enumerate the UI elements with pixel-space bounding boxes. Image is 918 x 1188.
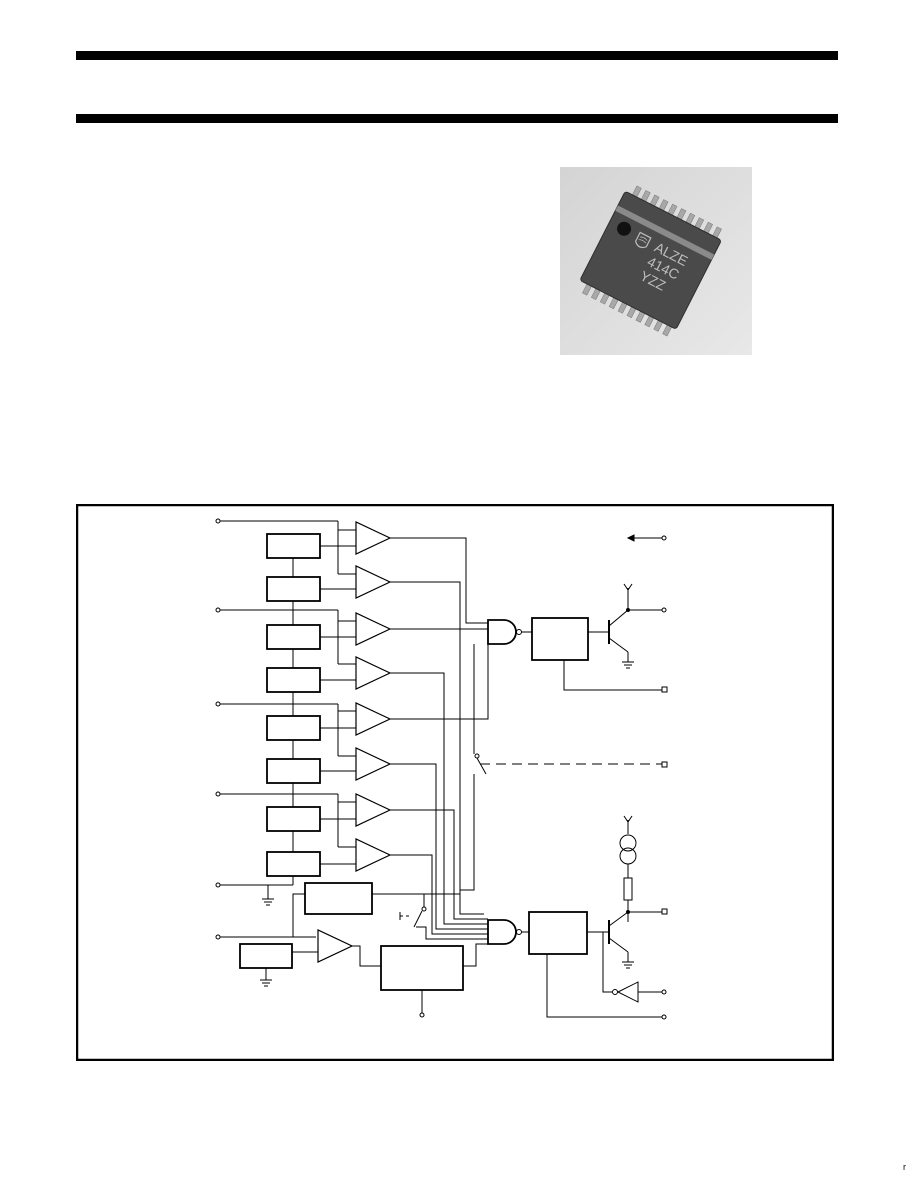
comparator-2 bbox=[355, 565, 392, 599]
comparator-3 bbox=[355, 612, 392, 646]
header-rule-bottom bbox=[76, 114, 838, 123]
and-gate-upper-inverter-bubble bbox=[516, 629, 522, 635]
timer-block bbox=[304, 882, 373, 915]
driver-block-lower bbox=[528, 911, 588, 955]
philips-shield-logo-icon bbox=[634, 231, 652, 249]
ic-package-photo: ALZE 414C YZZ bbox=[560, 167, 752, 355]
comparator-inputs bbox=[320, 521, 356, 865]
comparator-4 bbox=[355, 656, 392, 690]
comparators bbox=[355, 521, 392, 872]
and-gate-lower-inverter-bubble bbox=[516, 929, 522, 935]
transistor-lower bbox=[587, 908, 668, 969]
upper-status-line bbox=[563, 660, 662, 691]
driver-block-upper bbox=[531, 617, 589, 661]
comparator-5 bbox=[355, 702, 392, 736]
switch-upper bbox=[473, 644, 668, 810]
switch-lower bbox=[399, 894, 488, 940]
comparator-1 bbox=[355, 521, 392, 555]
ladder-connections bbox=[262, 558, 294, 906]
corner-mark: r bbox=[903, 1162, 906, 1172]
amplifier-bottom bbox=[317, 929, 354, 963]
comparator-8 bbox=[355, 838, 392, 872]
lower-status-line bbox=[546, 954, 662, 1018]
current-source bbox=[619, 815, 637, 922]
block-diagram bbox=[76, 504, 834, 1061]
and-gate-upper bbox=[487, 619, 517, 645]
header-rule-top bbox=[76, 51, 838, 60]
transistor-upper bbox=[588, 583, 667, 669]
diagram-frame bbox=[76, 504, 834, 1061]
comparator-7 bbox=[355, 793, 392, 827]
comparator-6 bbox=[355, 747, 392, 781]
and-gate-lower bbox=[487, 919, 517, 945]
input-buffer-lower bbox=[602, 932, 667, 1003]
